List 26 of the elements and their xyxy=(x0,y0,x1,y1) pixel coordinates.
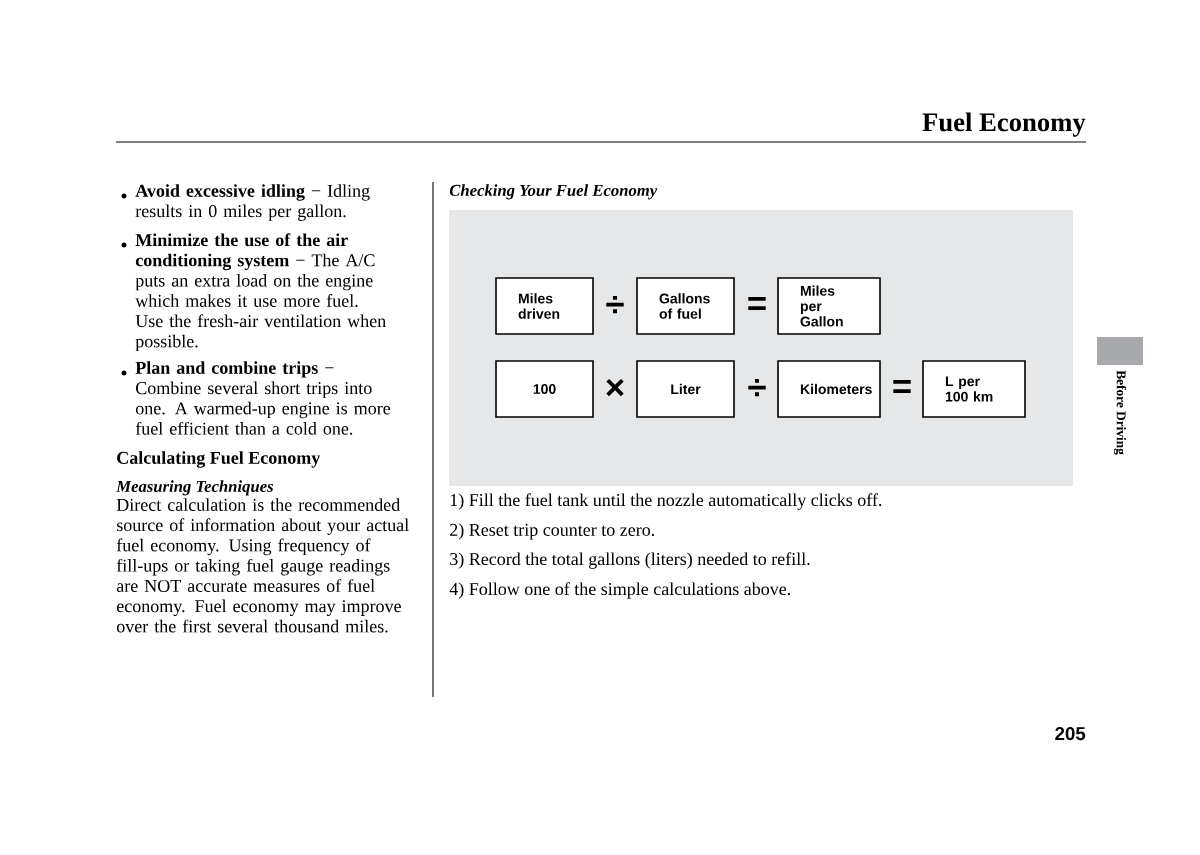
page-number: 205 xyxy=(1055,726,1086,741)
operator-sign: ÷ xyxy=(748,378,766,397)
term-box: Kilometers xyxy=(777,360,881,418)
bullet-text: Avoid excessive idling − Idling results in 0 miles per gallon. xyxy=(135,184,370,221)
bullet-text: Plan and combine trips − Combine several short trips into one. A warmed-up engine is more fuel efficient than a cold one. xyxy=(135,361,391,435)
page-title: Fuel Economy xyxy=(922,112,1086,137)
term-box: Miles per Gallon xyxy=(777,277,881,335)
term-box: Liter xyxy=(636,360,735,418)
subheading: Measuring Techniques xyxy=(116,480,274,496)
operator-sign: = xyxy=(893,380,911,394)
section-heading: Calculating Fuel Economy xyxy=(117,451,321,468)
step-text: 4) Follow one of the simple calculations above. xyxy=(449,582,791,599)
term-box: 100 xyxy=(495,360,594,418)
term-box: Gallons of fuel xyxy=(636,277,735,335)
step-text: 3) Record the total gallons (liters) needed to refill. xyxy=(450,552,810,569)
term-box: Miles driven xyxy=(495,277,594,335)
section-label: Before Driving xyxy=(1113,370,1127,455)
term-box: L per 100 km xyxy=(922,360,1026,418)
step-text: 2) Reset trip counter to zero. xyxy=(450,523,655,540)
operator-sign: × xyxy=(606,378,624,397)
paragraph: Direct calculation is the recommended source of information about your actual fuel economy. Using frequency of fill-ups or taking fuel gauge readings are NOT accurate measures of fuel economy. Fuel economy may improve over the first several thousand miles. xyxy=(116,498,409,633)
subheading: Checking Your Fuel Economy xyxy=(449,184,658,200)
operator-sign: = xyxy=(748,297,766,311)
operator-sign: ÷ xyxy=(606,295,624,314)
bullet-text: Minimize the use of the air conditioning system − The A/C puts an extra load on the engine which makes it use more fuel. Use the fresh-air ventilation when possible. xyxy=(135,233,386,352)
step-text: 1) Fill the fuel tank until the nozzle automatically clicks off. xyxy=(450,493,882,510)
